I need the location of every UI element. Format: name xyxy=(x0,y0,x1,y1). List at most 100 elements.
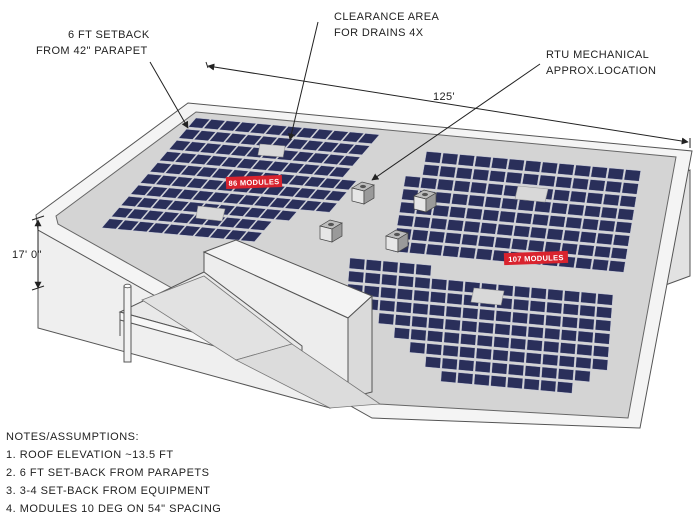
solar-module xyxy=(490,157,509,170)
solar-module xyxy=(230,145,253,157)
solar-module xyxy=(195,166,219,178)
solar-module xyxy=(436,178,454,192)
solar-module xyxy=(544,327,561,341)
solar-module xyxy=(510,238,529,251)
solar-module xyxy=(507,363,525,377)
solar-module xyxy=(403,175,421,189)
solar-module xyxy=(291,151,315,163)
solar-module xyxy=(338,155,361,167)
drain-clearance-area xyxy=(470,287,505,306)
solar-module xyxy=(411,315,428,329)
solar-module xyxy=(486,183,504,196)
solar-module xyxy=(410,328,427,342)
east-count-label: 107 MODULES xyxy=(508,253,564,264)
solar-module xyxy=(546,228,564,241)
solar-module xyxy=(578,317,595,331)
solar-module xyxy=(409,341,426,355)
drain-clearance-area xyxy=(257,143,286,158)
solar-module xyxy=(513,225,531,238)
note-item: 2. 6 FT SET-BACK FROM PARAPETS xyxy=(6,467,209,479)
solar-module xyxy=(527,326,544,339)
solar-module xyxy=(348,257,366,271)
solar-module xyxy=(560,329,577,342)
solar-module xyxy=(447,279,464,293)
length-dimension-label: 125' xyxy=(433,91,455,103)
solar-module xyxy=(614,221,633,234)
solar-module xyxy=(141,210,165,221)
solar-module xyxy=(545,314,562,328)
solar-module xyxy=(509,337,527,351)
solar-module xyxy=(581,218,599,231)
solar-module xyxy=(315,201,338,213)
note-item: 3. 3-4 SET-BACK FROM EQUIPMENT xyxy=(6,485,210,497)
solar-module xyxy=(619,195,637,208)
solar-module xyxy=(574,369,591,383)
solar-module xyxy=(191,190,215,202)
solar-module xyxy=(116,219,140,231)
solar-module xyxy=(434,191,452,205)
solar-module xyxy=(600,206,618,220)
solar-module xyxy=(541,366,558,380)
solar-module xyxy=(176,189,199,200)
solar-module xyxy=(101,218,124,230)
length-dimension: 125' xyxy=(205,61,691,148)
solar-module xyxy=(608,260,626,273)
solar-module xyxy=(621,182,639,195)
solar-module xyxy=(558,355,575,368)
solar-module xyxy=(438,165,457,179)
solar-module xyxy=(441,357,458,371)
drain-clearance-areas xyxy=(195,143,549,306)
solar-module xyxy=(583,205,602,218)
solar-module xyxy=(224,229,248,241)
solar-module xyxy=(521,173,540,186)
solar-module xyxy=(465,207,483,221)
solar-module xyxy=(569,190,587,204)
solar-module xyxy=(430,217,448,231)
solar-module xyxy=(490,375,507,388)
solar-module xyxy=(472,168,490,182)
solar-module xyxy=(476,334,493,348)
solar-module xyxy=(543,340,560,354)
solar-module xyxy=(211,168,234,179)
solar-module xyxy=(251,159,274,171)
solar-module xyxy=(593,332,611,345)
solar-module xyxy=(186,177,209,189)
solar-module xyxy=(550,202,568,215)
rtu-units xyxy=(319,181,437,253)
solar-module xyxy=(236,158,259,170)
notes-block: NOTES/ASSUMPTIONS: 1. ROOF ELEVATION ~13… xyxy=(6,431,221,515)
solar-module xyxy=(157,211,180,223)
solar-module xyxy=(182,201,205,213)
solar-module xyxy=(440,370,457,384)
solar-module xyxy=(579,231,597,244)
solar-module xyxy=(515,212,533,225)
rtu-unit xyxy=(351,181,375,205)
solar-module xyxy=(393,327,410,340)
solar-module xyxy=(170,176,194,188)
solar-module xyxy=(580,291,597,305)
solar-module xyxy=(524,365,541,378)
solar-module xyxy=(228,205,251,217)
stair-post xyxy=(123,285,132,363)
solar-module xyxy=(313,165,336,177)
setback-label-line1: 6 FT SETBACK xyxy=(68,29,150,41)
solar-module xyxy=(299,200,323,212)
solar-module xyxy=(526,339,543,352)
solar-module xyxy=(510,324,528,338)
solar-module xyxy=(347,144,371,156)
solar-module xyxy=(527,239,545,253)
solar-module xyxy=(347,270,365,284)
solar-module xyxy=(396,288,413,301)
solar-module xyxy=(207,191,230,203)
solar-module xyxy=(180,165,203,177)
solar-module xyxy=(378,312,395,326)
setback-callout: 6 FT SETBACK FROM 42" PARAPET xyxy=(36,29,189,129)
solar-module xyxy=(420,177,438,190)
solar-module xyxy=(576,343,593,357)
solar-module xyxy=(126,208,149,220)
solar-module xyxy=(396,214,415,228)
solar-module xyxy=(395,301,412,314)
solar-module xyxy=(442,245,460,258)
solar-module xyxy=(493,336,510,349)
solar-module xyxy=(507,158,525,172)
